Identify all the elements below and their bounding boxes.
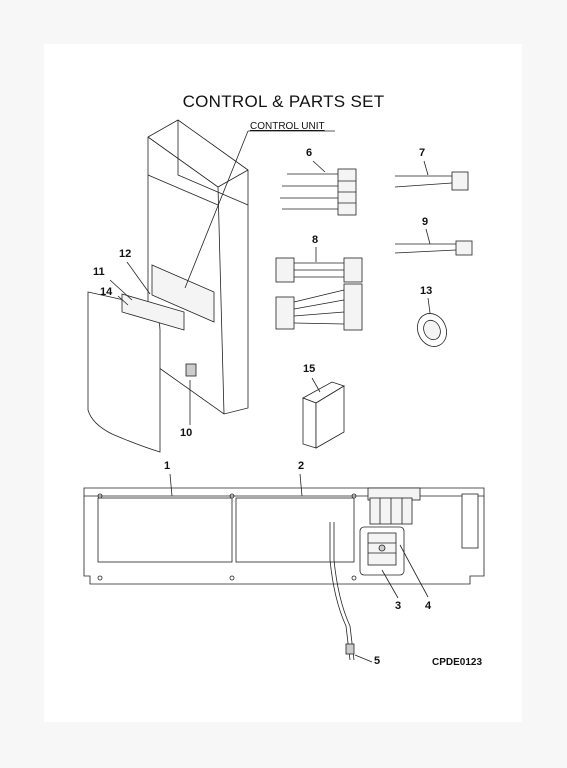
callout-3: 3: [395, 600, 402, 612]
callout-11: 11: [93, 266, 105, 278]
leader-control-unit: [184, 130, 249, 289]
terminal-block-4: [369, 497, 413, 525]
callout-13: 13: [420, 285, 433, 297]
power-cable-5: [329, 522, 373, 663]
callout-9: 9: [422, 216, 429, 228]
callout-14: 14: [100, 286, 113, 298]
wire-harness-7: [394, 160, 469, 191]
drawing-code: CPDE0123: [432, 657, 483, 668]
wire-harness-6: [280, 160, 357, 216]
drawing-title: CONTROL & PARTS SET: [182, 92, 385, 111]
cover-plate: [121, 293, 185, 331]
callout-6: 6: [306, 147, 313, 159]
base-frame: [83, 487, 485, 585]
callout-2: 2: [298, 460, 305, 472]
callout-10: 10: [180, 427, 193, 439]
callout-5: 5: [374, 655, 381, 667]
manual-booklet-15: [302, 377, 345, 449]
control-unit-label: CONTROL UNIT: [250, 121, 325, 132]
callout-7: 7: [419, 147, 426, 159]
callout-4: 4: [425, 600, 432, 612]
callout-8: 8: [312, 234, 319, 246]
bushing-13: [417, 297, 447, 347]
wire-harness-9: [394, 228, 473, 256]
callout-1: 1: [164, 460, 171, 472]
control-unit-cabinet: [147, 119, 249, 415]
wire-harness-8: [275, 247, 363, 331]
breaker-3: [359, 526, 405, 576]
callout-12: 12: [119, 248, 132, 260]
callout-15: 15: [303, 363, 316, 375]
